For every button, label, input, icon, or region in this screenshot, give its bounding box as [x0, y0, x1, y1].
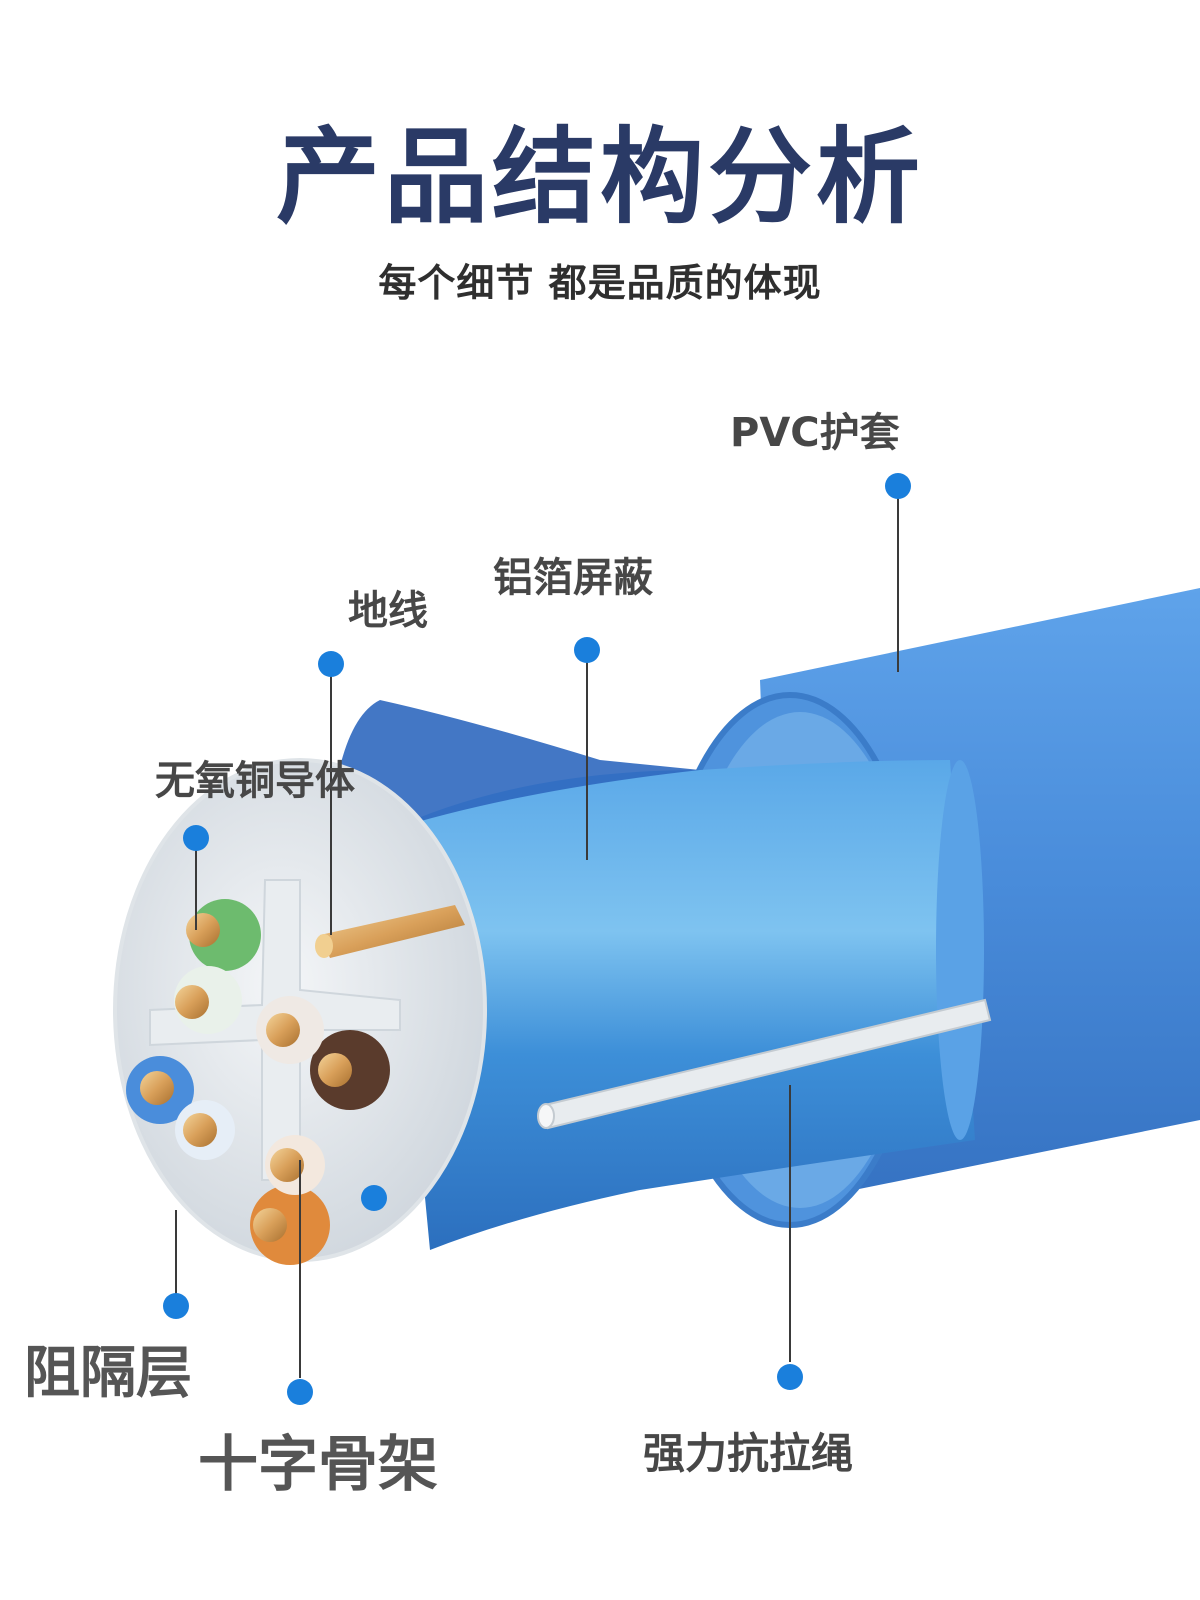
page-title: 产品结构分析: [275, 116, 924, 238]
pair-orange-wire: [250, 1185, 330, 1265]
label-copper-conductor: 无氧铜导体: [155, 758, 355, 804]
ground-wire: [320, 905, 465, 958]
copper-conductor: [183, 1113, 217, 1147]
foil-peeled-flap: [330, 700, 700, 830]
leader-lines: [175, 486, 899, 1378]
copper-conductor: [270, 1148, 304, 1182]
label-pull-rope: 强力抗拉绳: [643, 1429, 854, 1478]
label-cross-skeleton: 十字骨架: [198, 1430, 438, 1500]
marker-dots: [163, 473, 911, 1405]
marker-copper-conductor: [183, 825, 209, 851]
marker-cross-skeleton: [287, 1379, 313, 1405]
copper-conductor: [140, 1071, 174, 1105]
copper-conductor: [175, 985, 209, 1019]
marker-ground-wire: [318, 651, 344, 677]
label-ground-wire: 地线: [348, 588, 428, 634]
marker-barrier-layer: [163, 1293, 189, 1319]
copper-conductor: [318, 1053, 352, 1087]
copper-conductor: [266, 1013, 300, 1047]
copper-conductor: [186, 913, 220, 947]
marker-aluminum-foil: [574, 637, 600, 663]
marker-pvc-jacket: [885, 473, 911, 499]
aluminum-foil-shield: [390, 760, 975, 1250]
marker-pull-rope: [777, 1364, 803, 1390]
page-subtitle: 每个细节 都是品质的体现: [378, 261, 822, 305]
marker-cross-skeleton-inner: [361, 1185, 387, 1211]
label-pvc-jacket: PVC护套: [730, 410, 900, 456]
label-aluminum-foil: 铝箔屏蔽: [493, 555, 653, 601]
label-barrier-layer: 阻隔层: [24, 1341, 192, 1406]
copper-conductor: [253, 1208, 287, 1242]
